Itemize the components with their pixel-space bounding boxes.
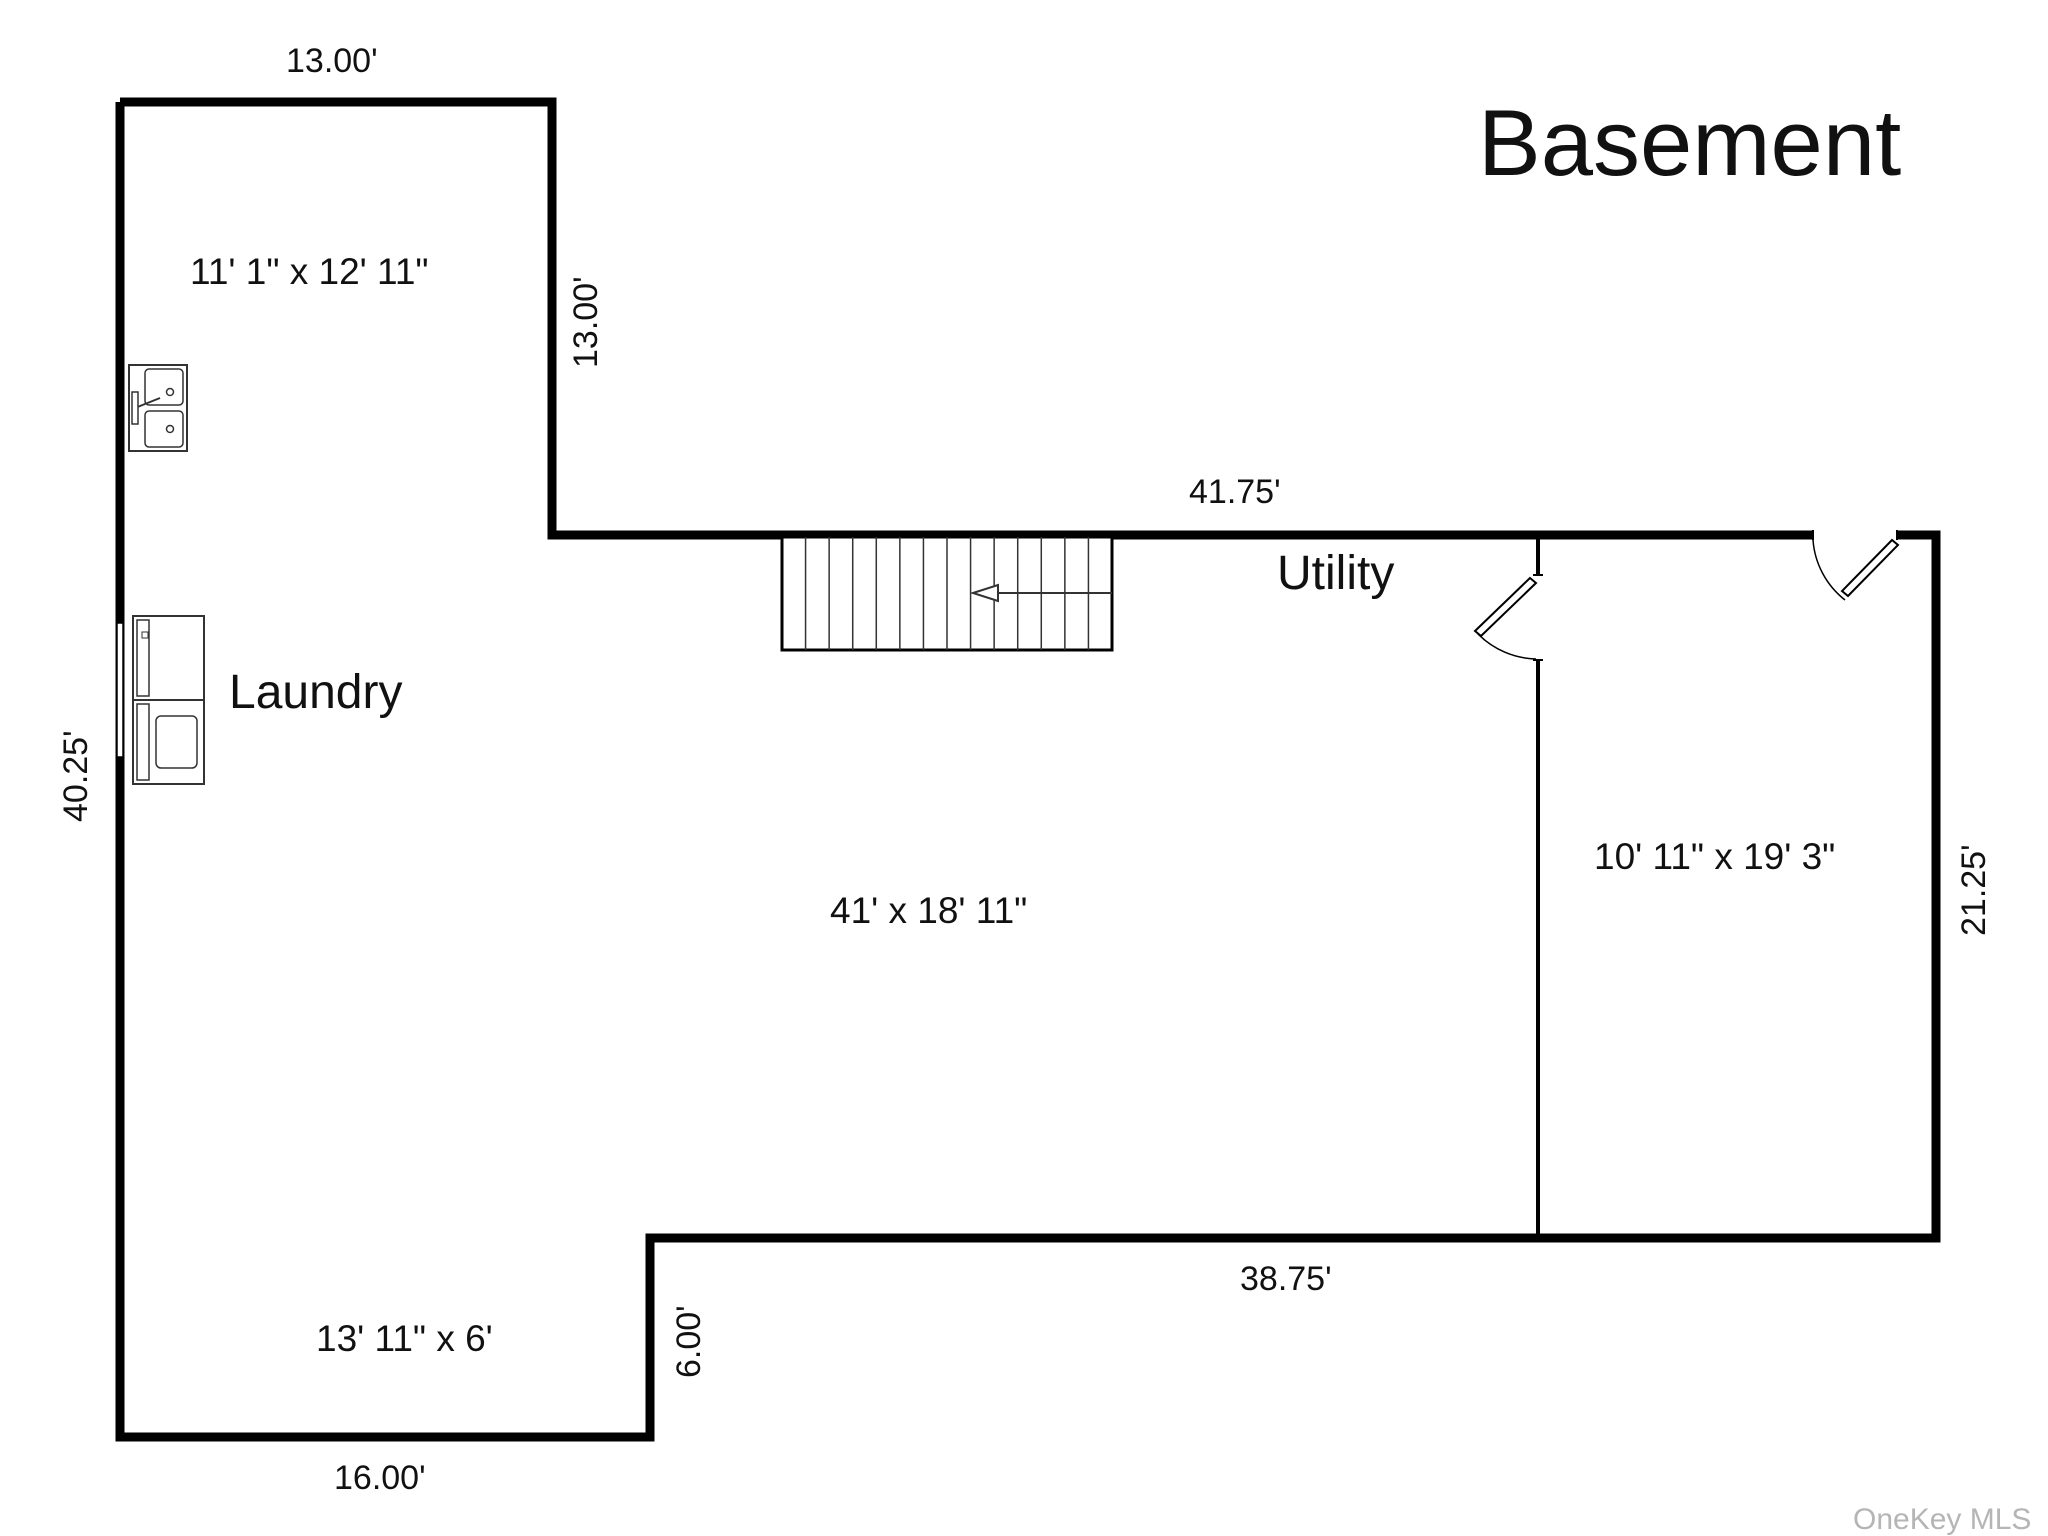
dimension-left: 40.25' — [57, 730, 95, 822]
staircase-icon — [780, 535, 1114, 652]
plan-title: Basement — [1478, 90, 1902, 195]
dimension-top: 13.00' — [286, 42, 378, 80]
dimension-right: 21.25' — [1955, 844, 1993, 936]
room-label-laundry: Laundry — [229, 666, 403, 719]
washer-icon — [132, 615, 205, 701]
area-label-main: 41' x 18' 11" — [830, 890, 1028, 931]
door-icon — [1812, 538, 1900, 601]
dimension-lower-right: 38.75' — [1240, 1260, 1332, 1298]
sink-icon — [128, 364, 188, 452]
dimension-upper-inner: 13.00' — [567, 276, 605, 368]
dryer-icon — [132, 699, 205, 785]
area-label-bottom-left: 13' 11" x 6' — [316, 1318, 493, 1359]
room-label-utility: Utility — [1277, 547, 1395, 600]
watermark: OneKey MLS — [1853, 1503, 2032, 1536]
dimension-bottom: 16.00' — [334, 1459, 426, 1497]
dimension-middle-top: 41.75' — [1189, 473, 1281, 511]
area-label-right-room: 10' 11" x 19' 3" — [1594, 836, 1836, 877]
door-icon — [1473, 574, 1543, 661]
area-label-top-left: 11' 1" x 12' 11" — [190, 251, 429, 292]
dimension-lower-inner: 6.00' — [670, 1305, 708, 1378]
outer-walls — [115, 97, 1941, 1442]
